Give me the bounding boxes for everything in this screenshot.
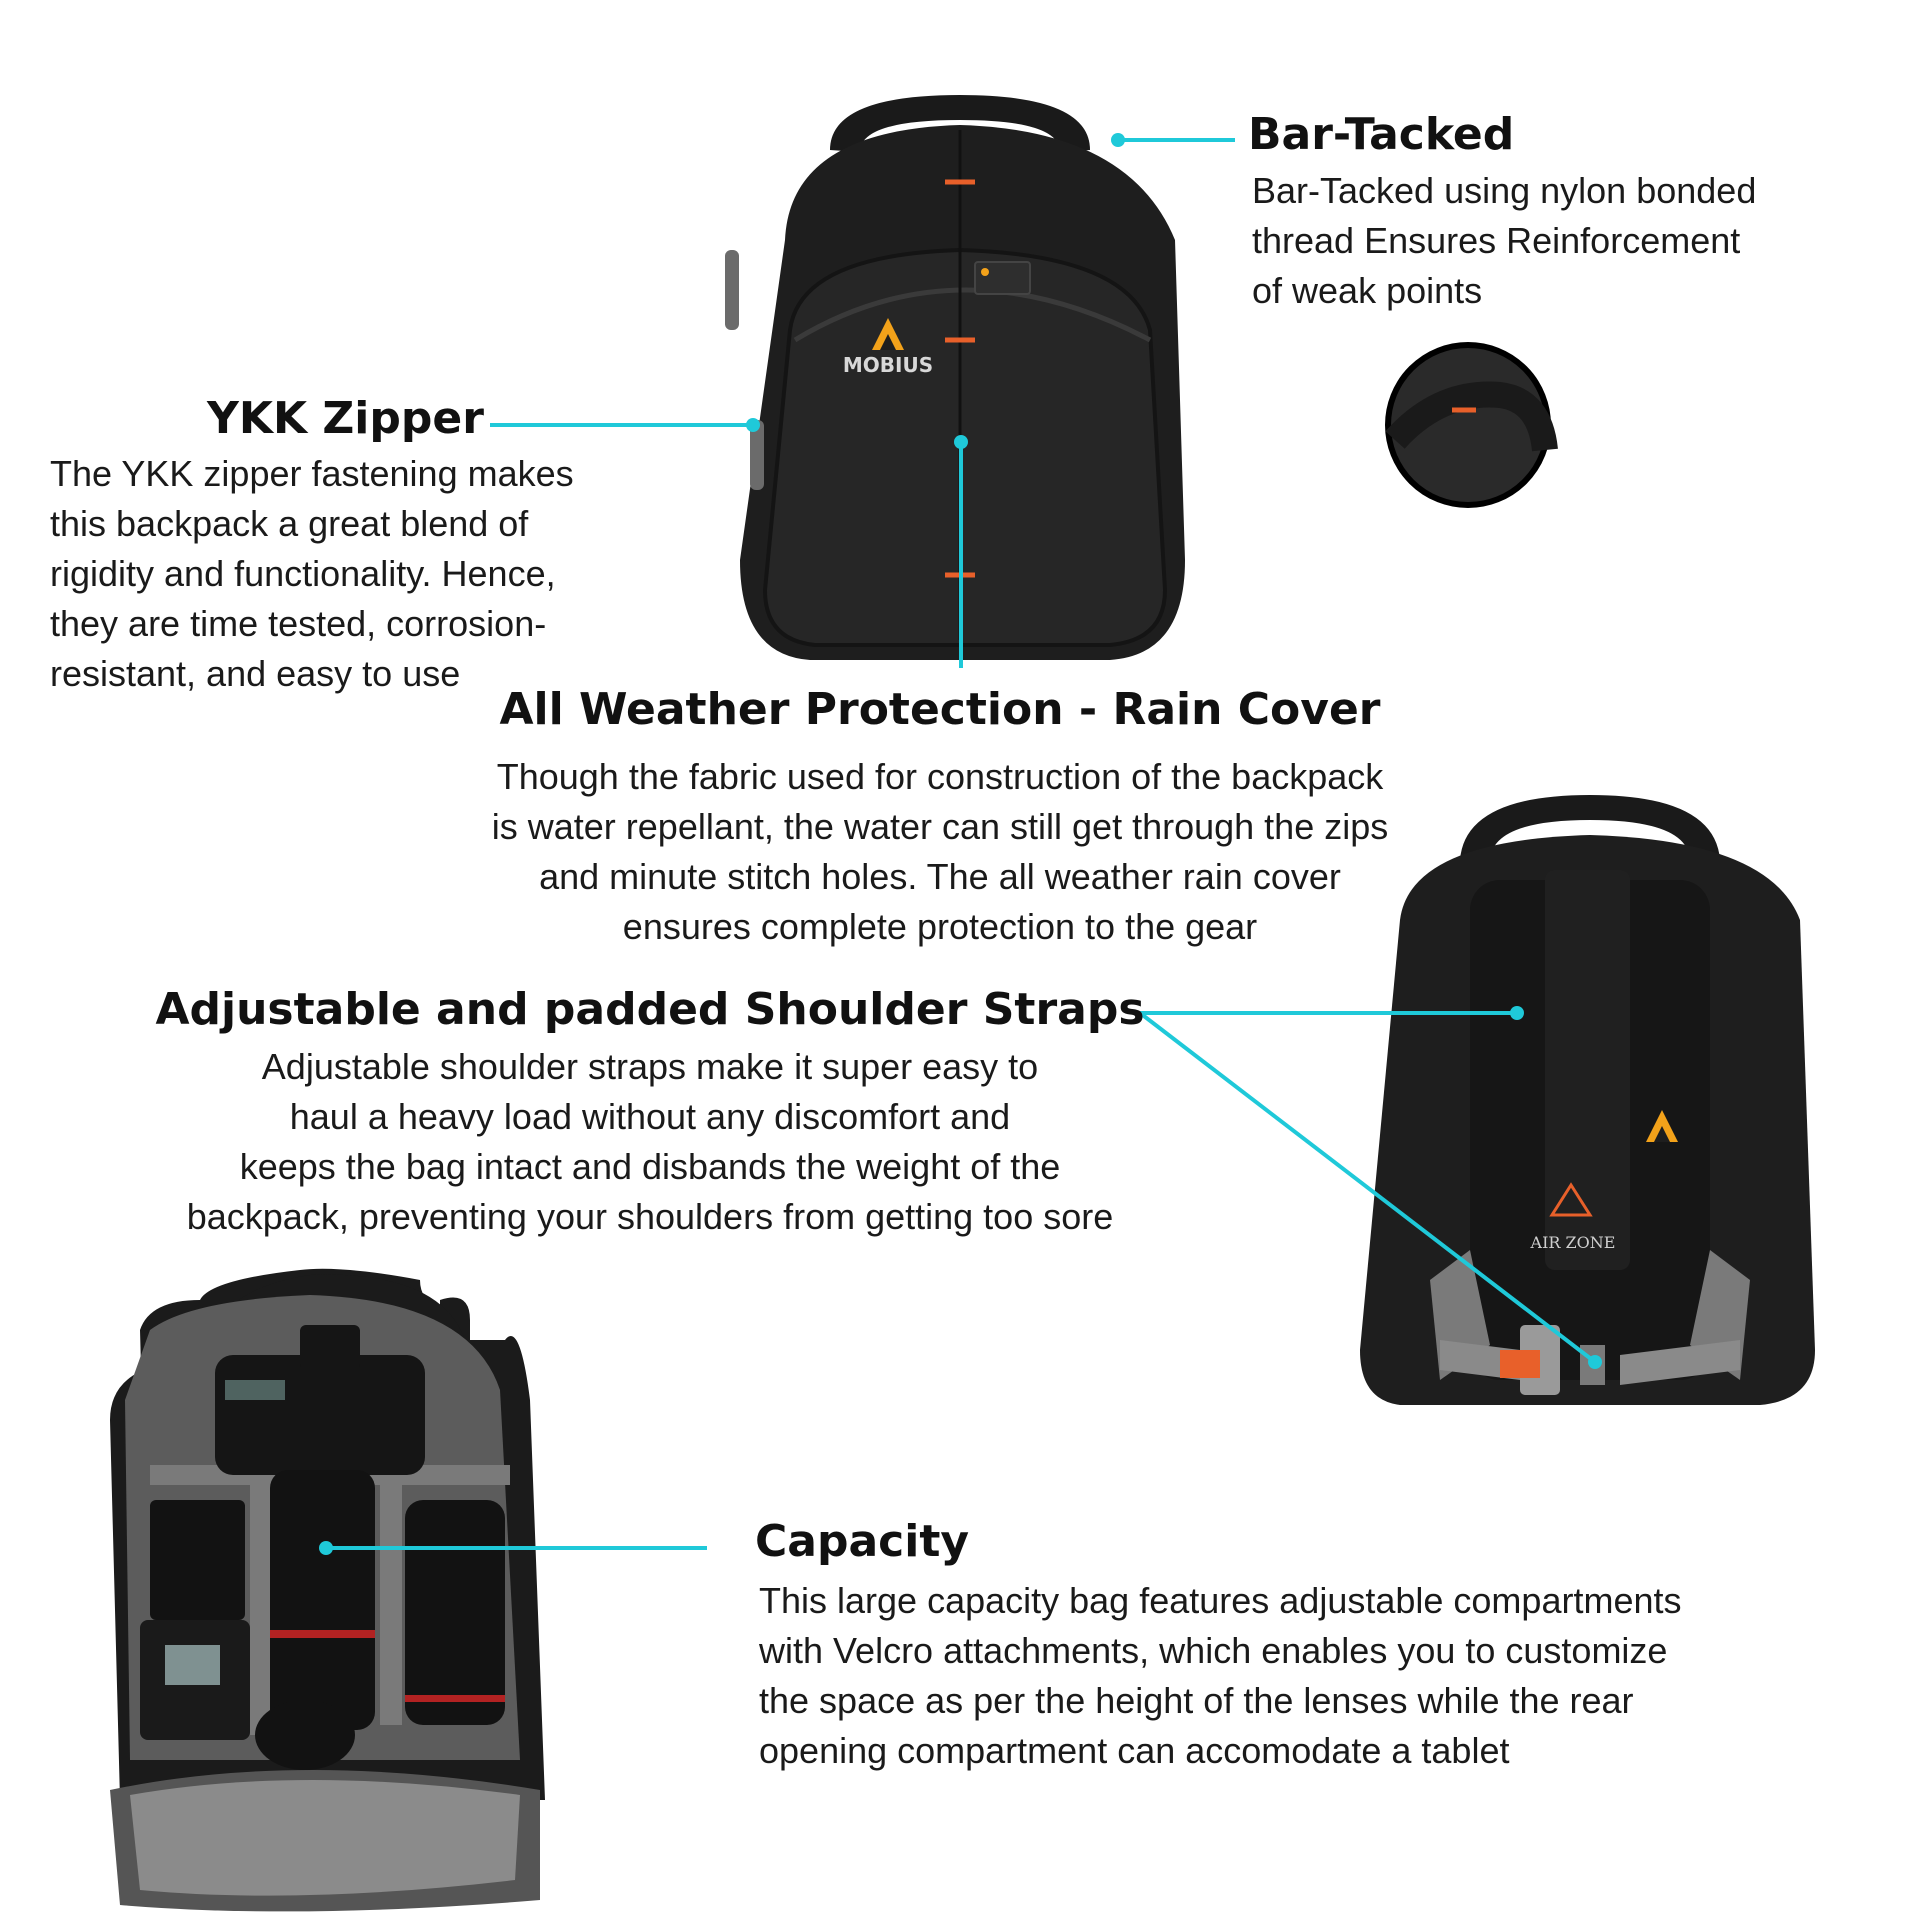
- front-backpack-image: MOBIUS: [725, 95, 1185, 660]
- capacity-line: This large capacity bag features adjusta…: [759, 1580, 1682, 1621]
- bar-tacked-title: Bar-Tacked: [1248, 109, 1515, 160]
- ykk-zipper-line: resistant, and easy to use: [50, 653, 461, 694]
- ykk-zipper-line: The YKK zipper fastening makes: [50, 453, 574, 494]
- air-zone-label: AIR ZONE: [1530, 1233, 1616, 1252]
- weather-protection-title: All Weather Protection - Rain Cover: [499, 684, 1381, 735]
- capacity-line: with Velcro attachments, which enables y…: [759, 1630, 1668, 1671]
- bar-tacked-line: Bar-Tacked using nylon bonded: [1252, 170, 1757, 211]
- bar-tack-detail-image: [1385, 342, 1558, 508]
- bar-tacked-description: Bar-Tacked using nylon bonded thread Ens…: [1252, 166, 1812, 316]
- capacity-description: This large capacity bag features adjusta…: [759, 1576, 1839, 1776]
- weather-line: is water repellant, the water can still …: [491, 806, 1389, 847]
- capacity-line: opening compartment can accomodate a tab…: [759, 1730, 1510, 1771]
- weather-protection-description: Though the fabric used for construction …: [440, 752, 1440, 952]
- rear-backpack-image: AIR ZONE: [1360, 795, 1815, 1405]
- straps-line: backpack, preventing your shoulders from…: [186, 1196, 1114, 1237]
- straps-line: keeps the bag intact and disbands the we…: [239, 1146, 1061, 1187]
- ykk-zipper-title: YKK Zipper: [207, 393, 484, 444]
- ykk-zipper-line: they are time tested, corrosion-: [50, 603, 547, 644]
- weather-line: ensures complete protection to the gear: [622, 906, 1258, 947]
- callout-connectors: [319, 133, 1602, 1555]
- straps-line: haul a heavy load without any discomfort…: [289, 1096, 1011, 1137]
- ykk-zipper-line: this backpack a great blend of: [50, 503, 529, 544]
- ykk-zipper-description: The YKK zipper fastening makes this back…: [50, 449, 630, 699]
- shoulder-straps-description: Adjustable shoulder straps make it super…: [150, 1042, 1150, 1242]
- straps-line: Adjustable shoulder straps make it super…: [261, 1046, 1039, 1087]
- weather-line: Though the fabric used for construction …: [496, 756, 1384, 797]
- capacity-line: the space as per the height of the lense…: [759, 1680, 1634, 1721]
- bar-tacked-line: thread Ensures Reinforcement: [1252, 220, 1741, 261]
- bar-tacked-line: of weak points: [1252, 270, 1483, 311]
- open-backpack-image: [110, 1268, 545, 1912]
- shoulder-straps-title: Adjustable and padded Shoulder Straps: [155, 984, 1145, 1035]
- weather-line: and minute stitch holes. The all weather…: [539, 856, 1341, 897]
- capacity-title: Capacity: [755, 1516, 970, 1567]
- front-brand-logo-text: MOBIUS: [843, 353, 933, 377]
- ykk-zipper-line: rigidity and functionality. Hence,: [50, 553, 556, 594]
